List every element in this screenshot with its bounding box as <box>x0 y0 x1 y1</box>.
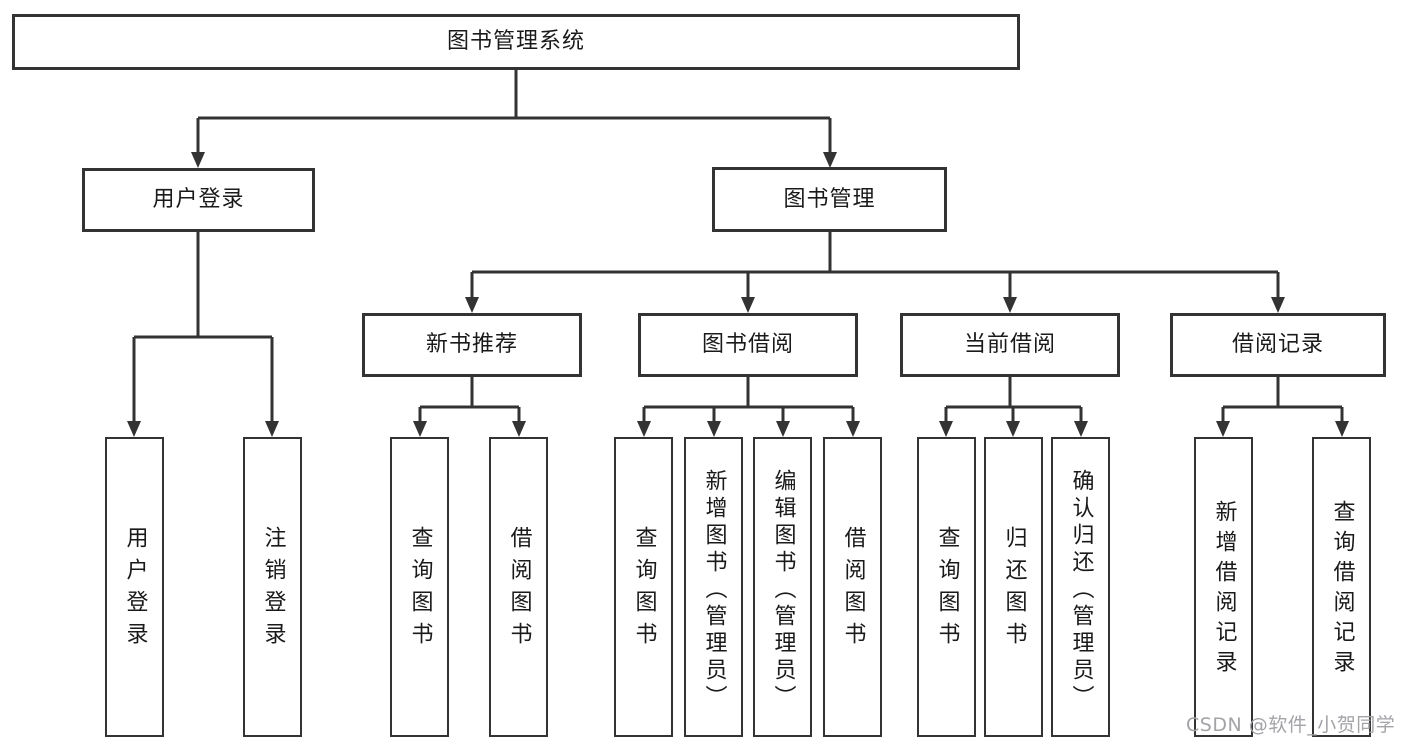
node-root: 图书管理系统 <box>12 14 1020 70</box>
leaf-br-query-record: 查询借阅记录 <box>1312 437 1371 737</box>
connector-new-book-recommend <box>418 377 521 422</box>
arrowhead <box>265 421 279 437</box>
leaf-nb-query-book-label: 查询图书 <box>407 526 433 654</box>
node-user-login-label: 用户登录 <box>152 187 245 212</box>
arrowhead <box>776 421 790 437</box>
leaf-bb-edit-book-admin: 编辑图书（管理员） <box>753 437 812 737</box>
connector-current-borrow <box>944 377 1083 422</box>
arrowhead <box>1271 297 1285 313</box>
node-book-management-label: 图书管理 <box>783 186 876 212</box>
leaf-bb-query-book-label: 查询图书 <box>631 526 657 654</box>
leaf-cb-return-book-label: 归还图书 <box>1001 526 1027 654</box>
leaf-bb-borrow-book: 借阅图书 <box>823 437 882 737</box>
leaf-nb-borrow-book: 借阅图书 <box>489 437 548 737</box>
leaf-cb-query-book-label: 查询图书 <box>934 526 960 654</box>
arrowhead <box>465 297 479 313</box>
node-user-login: 用户登录 <box>82 168 315 232</box>
arrowhead <box>191 152 205 168</box>
leaf-br-query-record-label: 查询借阅记录 <box>1329 500 1355 680</box>
leaf-cb-confirm-return-admin: 确认归还（管理员） <box>1051 437 1110 737</box>
leaf-logout-login-label: 注销登录 <box>260 526 286 654</box>
arrowhead <box>1006 421 1020 437</box>
leaf-nb-query-book: 查询图书 <box>390 437 449 737</box>
arrowhead <box>707 421 721 437</box>
leaf-cb-return-book: 归还图书 <box>984 437 1043 737</box>
arrowhead <box>1074 421 1088 437</box>
node-current-borrow: 当前借阅 <box>900 313 1120 377</box>
leaf-logout-login: 注销登录 <box>243 437 302 737</box>
leaf-bb-add-book-admin: 新增图书（管理员） <box>684 437 743 737</box>
leaf-bb-edit-book-admin-label: 编辑图书（管理员） <box>770 468 796 712</box>
node-borrow-records-label: 借阅记录 <box>1231 332 1324 357</box>
arrowhead <box>413 421 427 437</box>
arrowhead <box>846 421 860 437</box>
connector-borrow-records <box>1221 377 1344 422</box>
arrowhead <box>1216 421 1230 437</box>
arrowhead <box>1003 297 1017 313</box>
arrowhead <box>1335 421 1349 437</box>
node-root-label: 图书管理系统 <box>446 29 585 54</box>
leaf-user-login-label: 用户登录 <box>122 526 148 654</box>
leaf-bb-add-book-admin-label: 新增图书（管理员） <box>701 468 727 712</box>
connector-root <box>196 70 832 153</box>
node-borrow-records: 借阅记录 <box>1170 313 1386 377</box>
node-book-borrow-label: 图书借阅 <box>701 332 794 357</box>
node-new-book-recommend-label: 新书推荐 <box>425 332 518 357</box>
arrowhead <box>127 421 141 437</box>
connector-book-borrow <box>642 377 855 422</box>
leaf-nb-borrow-book-label: 借阅图书 <box>506 526 532 654</box>
node-current-borrow-label: 当前借阅 <box>963 332 1056 357</box>
leaf-user-login: 用户登录 <box>105 437 164 737</box>
node-book-borrow: 图书借阅 <box>638 313 858 377</box>
leaf-cb-confirm-return-admin-label: 确认归还（管理员） <box>1068 468 1094 712</box>
node-new-book-recommend: 新书推荐 <box>362 313 582 377</box>
node-book-management: 图书管理 <box>712 167 947 232</box>
leaf-bb-query-book: 查询图书 <box>614 437 673 737</box>
arrowhead <box>637 421 651 437</box>
csdn-watermark: CSDN @软件_小贺同学 <box>1186 714 1396 736</box>
connector-book-management <box>470 232 1280 298</box>
arrowhead <box>823 152 837 168</box>
arrowhead <box>741 297 755 313</box>
arrowhead <box>939 421 953 437</box>
leaf-br-add-record-label: 新增借阅记录 <box>1211 500 1237 680</box>
leaf-cb-query-book: 查询图书 <box>917 437 976 737</box>
connector-user-login <box>132 232 274 422</box>
leaf-br-add-record: 新增借阅记录 <box>1194 437 1253 737</box>
arrowhead <box>512 421 526 437</box>
leaf-bb-borrow-book-label: 借阅图书 <box>840 526 866 654</box>
